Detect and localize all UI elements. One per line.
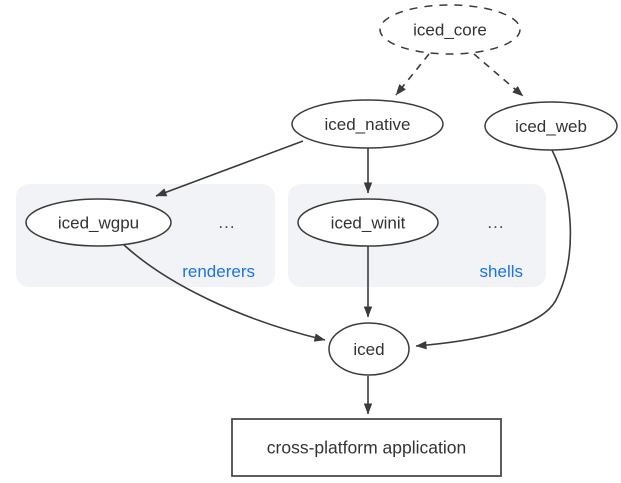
node-iced_native bbox=[291, 99, 444, 149]
node-iced bbox=[328, 322, 410, 376]
node-application-label: cross-platform application bbox=[267, 438, 466, 458]
node-iced_wgpu-label: iced_wgpu bbox=[58, 214, 139, 233]
node-iced-label: iced bbox=[353, 340, 384, 359]
edge-iced_core-to-iced_native bbox=[395, 53, 430, 96]
node-iced_native-label: iced_native bbox=[324, 115, 410, 134]
edge-iced_native-to-iced_wgpu bbox=[155, 140, 304, 197]
node-iced_web bbox=[484, 101, 618, 151]
node-application-box bbox=[231, 418, 502, 477]
node-iced_web-label: iced_web bbox=[515, 117, 587, 136]
edge-iced_core-to-iced_web bbox=[473, 53, 524, 97]
node-iced_core bbox=[379, 4, 521, 55]
node-iced_wgpu bbox=[25, 198, 172, 247]
shells-ellipsis: ... bbox=[487, 213, 504, 232]
shells-group-label: shells bbox=[480, 262, 523, 281]
node-iced_winit-label: iced_winit bbox=[331, 214, 406, 233]
renderers-group-label: renderers bbox=[182, 262, 255, 281]
edge-iced_wgpu-to-iced bbox=[122, 243, 326, 342]
renderers-ellipsis: ... bbox=[218, 213, 235, 232]
node-iced_core-label: iced_core bbox=[413, 21, 487, 40]
edge-iced_web-to-iced bbox=[415, 149, 572, 350]
node-iced_winit bbox=[297, 198, 439, 247]
